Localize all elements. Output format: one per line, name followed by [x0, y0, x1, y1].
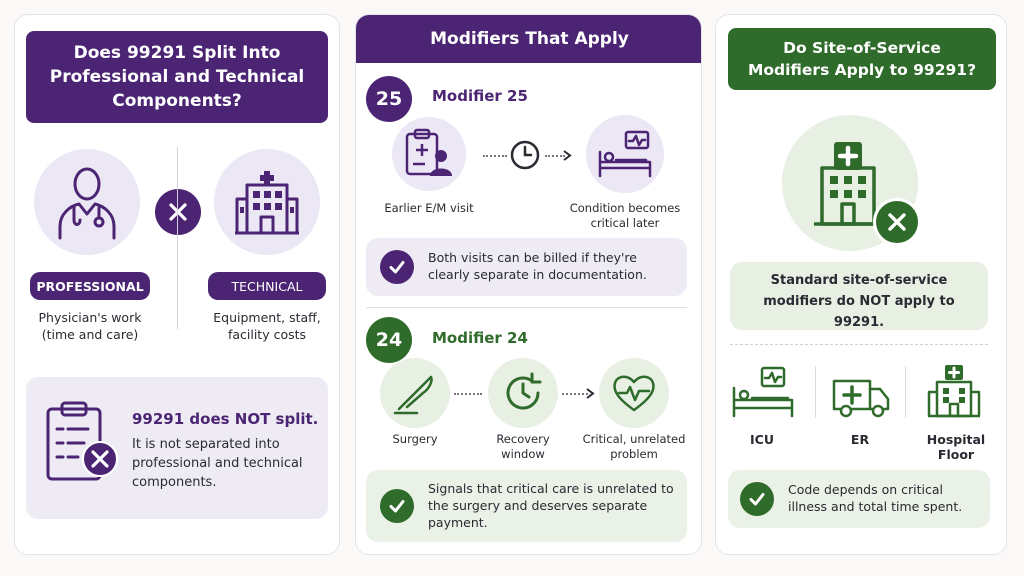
- heart-icon-circle: [599, 358, 669, 428]
- site-divider-2: [905, 366, 906, 418]
- modifier-25-badge-number: 25: [375, 88, 403, 110]
- arrow-right-icon: [563, 150, 572, 161]
- site-er-label: ER: [850, 432, 870, 447]
- connector-25b: [545, 155, 565, 157]
- arrow-right-icon: [586, 388, 595, 399]
- step-earlier-visit: Earlier E/M visit: [384, 201, 474, 215]
- icu-bed-icon: [732, 366, 794, 418]
- step-critical-unrelated: Critical, unrelated problem: [582, 432, 686, 461]
- modifier-24-badge: 24: [366, 317, 412, 363]
- site-note-text: Code depends on critical illness and tot…: [788, 482, 963, 514]
- check-icon-25: [380, 250, 414, 284]
- x-icon: [155, 189, 201, 235]
- site-statement-text: Standard site-of-service modifiers do NO…: [763, 273, 955, 330]
- modifiers-panel: Modifiers That Apply 25 Modifier 25: [355, 14, 702, 555]
- modifier-24-note: Signals that critical care is unrelated …: [366, 470, 687, 542]
- split-header: Does 99291 Split Into Professional and T…: [26, 31, 328, 123]
- surgery-icon-circle: [380, 358, 450, 428]
- step-surgery: Surgery: [392, 432, 438, 446]
- summary-box: 99291 does NOT split. It is not separate…: [26, 377, 328, 519]
- hospital-icon: [235, 171, 299, 235]
- technical-desc: Equipment, staff, facility costs: [213, 310, 321, 342]
- check-icon-24: [380, 489, 414, 523]
- modifiers-header-text: Modifiers That Apply: [430, 29, 629, 49]
- recovery-clock-icon: [506, 372, 542, 410]
- site-statement-box: Standard site-of-service modifiers do NO…: [730, 262, 988, 330]
- modifier-25-badge: 25: [366, 76, 412, 122]
- heartbeat-icon: [613, 375, 655, 412]
- site-icu-label: ICU: [750, 432, 774, 447]
- recovery-icon-circle: [488, 358, 558, 428]
- professional-label: PROFESSIONAL: [30, 272, 150, 300]
- critical-bed-icon-circle: [586, 115, 664, 193]
- site-note-box: Code depends on critical illness and tot…: [728, 470, 990, 528]
- site-header: Do Site-of-Service Modifiers Apply to 99…: [728, 28, 996, 90]
- site-header-text: Do Site-of-Service Modifiers Apply to 99…: [747, 39, 977, 79]
- step-recovery-window: Recovery window: [496, 432, 550, 461]
- modifier-24-badge-number: 24: [375, 329, 403, 351]
- hospital-icon-circle: [214, 149, 320, 255]
- split-panel: Does 99291 Split Into Professional and T…: [14, 14, 340, 555]
- split-header-text: Does 99291 Split Into Professional and T…: [49, 43, 305, 111]
- modifier-24-note-text: Signals that critical care is unrelated …: [428, 481, 674, 530]
- doctor-icon: [58, 167, 116, 240]
- step-critical-later: Condition becomes critical later: [569, 201, 681, 230]
- summary-title: 99291 does NOT split.: [132, 410, 319, 428]
- site-floor-label: Hospital Floor: [926, 432, 986, 462]
- connector-24b: [562, 393, 588, 395]
- ambulance-icon: [832, 379, 890, 418]
- hospital-icon: [814, 142, 882, 226]
- professional-desc: Physician's work (time and care): [38, 310, 142, 342]
- doctor-icon-circle: [34, 149, 140, 255]
- hospital-bed-icon: [598, 130, 652, 178]
- visit-icon-circle: [392, 117, 466, 191]
- clock-icon: [510, 140, 540, 170]
- technical-label: TECHNICAL: [208, 272, 326, 300]
- site-of-service-panel: Do Site-of-Service Modifiers Apply to 99…: [715, 14, 1007, 555]
- modifier-divider: [366, 307, 687, 308]
- x-icon: [873, 198, 921, 246]
- hospital-building-icon: [927, 365, 981, 418]
- modifier-25-note-text: Both visits can be billed if they're cle…: [428, 250, 647, 282]
- modifier-25-note: Both visits can be billed if they're cle…: [366, 238, 687, 296]
- check-icon-site: [740, 482, 774, 516]
- modifier-24-title: Modifier 24: [432, 329, 528, 347]
- summary-text: It is not separated into professional an…: [132, 437, 303, 490]
- connector-24a: [454, 393, 482, 395]
- vertical-divider: [177, 147, 178, 329]
- modifiers-header: Modifiers That Apply: [356, 15, 701, 63]
- clipboard-x-icon: [46, 401, 118, 481]
- site-divider: [730, 344, 988, 345]
- site-divider-1: [815, 366, 816, 418]
- modifier-25-title: Modifier 25: [432, 87, 528, 105]
- scalpel-icon: [393, 375, 433, 415]
- connector-25a: [483, 155, 507, 157]
- clipboard-patient-icon: [405, 128, 452, 176]
